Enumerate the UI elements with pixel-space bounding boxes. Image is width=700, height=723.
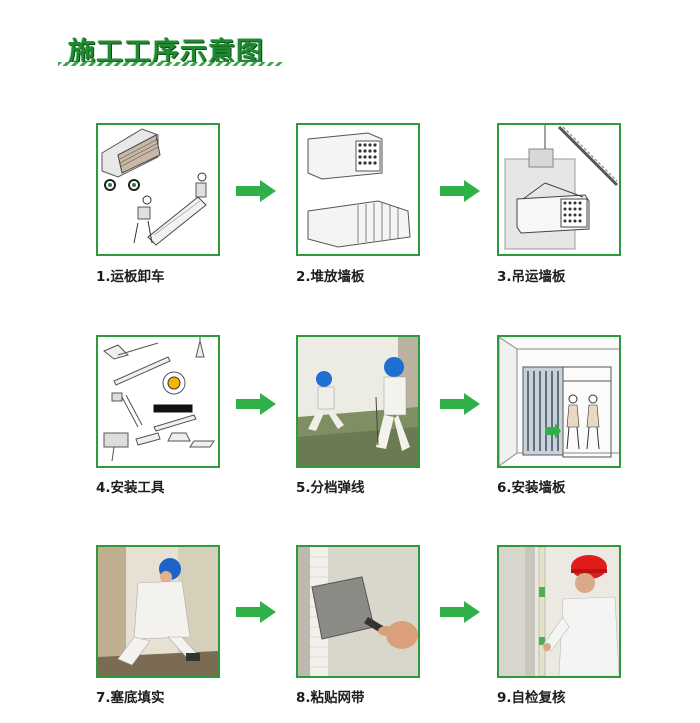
step-9-caption: 9.自检复核 bbox=[497, 690, 566, 706]
step-2-caption: 2.堆放墙板 bbox=[296, 269, 365, 285]
step-7-caption: 7.塞底填实 bbox=[96, 690, 165, 706]
step-4-caption: 4.安装工具 bbox=[96, 480, 165, 496]
diagram-title-block: 施工工序示意图 bbox=[58, 26, 284, 68]
step-2-illustration bbox=[296, 123, 420, 256]
arrow-right-icon bbox=[236, 393, 276, 415]
step-3-caption: 3.吊运墙板 bbox=[497, 269, 566, 285]
step-6-illustration bbox=[497, 335, 621, 468]
step-4-illustration bbox=[96, 335, 220, 468]
step-3-illustration bbox=[497, 123, 621, 256]
step-9-illustration bbox=[497, 545, 621, 678]
step-5-caption: 5.分档弹线 bbox=[296, 480, 365, 496]
arrow-right-icon bbox=[236, 180, 276, 202]
arrow-right-icon bbox=[236, 601, 276, 623]
arrow-right-icon bbox=[440, 393, 480, 415]
arrow-right-icon bbox=[440, 180, 480, 202]
step-5-illustration bbox=[296, 335, 420, 468]
step-7-illustration bbox=[96, 545, 220, 678]
arrow-right-icon bbox=[440, 601, 480, 623]
title-underline bbox=[58, 62, 284, 66]
step-8-illustration bbox=[296, 545, 420, 678]
step-1-caption: 1.运板卸车 bbox=[96, 269, 165, 285]
step-1-illustration bbox=[96, 123, 220, 256]
step-8-caption: 8.粘贴网带 bbox=[296, 690, 365, 706]
step-6-caption: 6.安装墙板 bbox=[497, 480, 566, 496]
